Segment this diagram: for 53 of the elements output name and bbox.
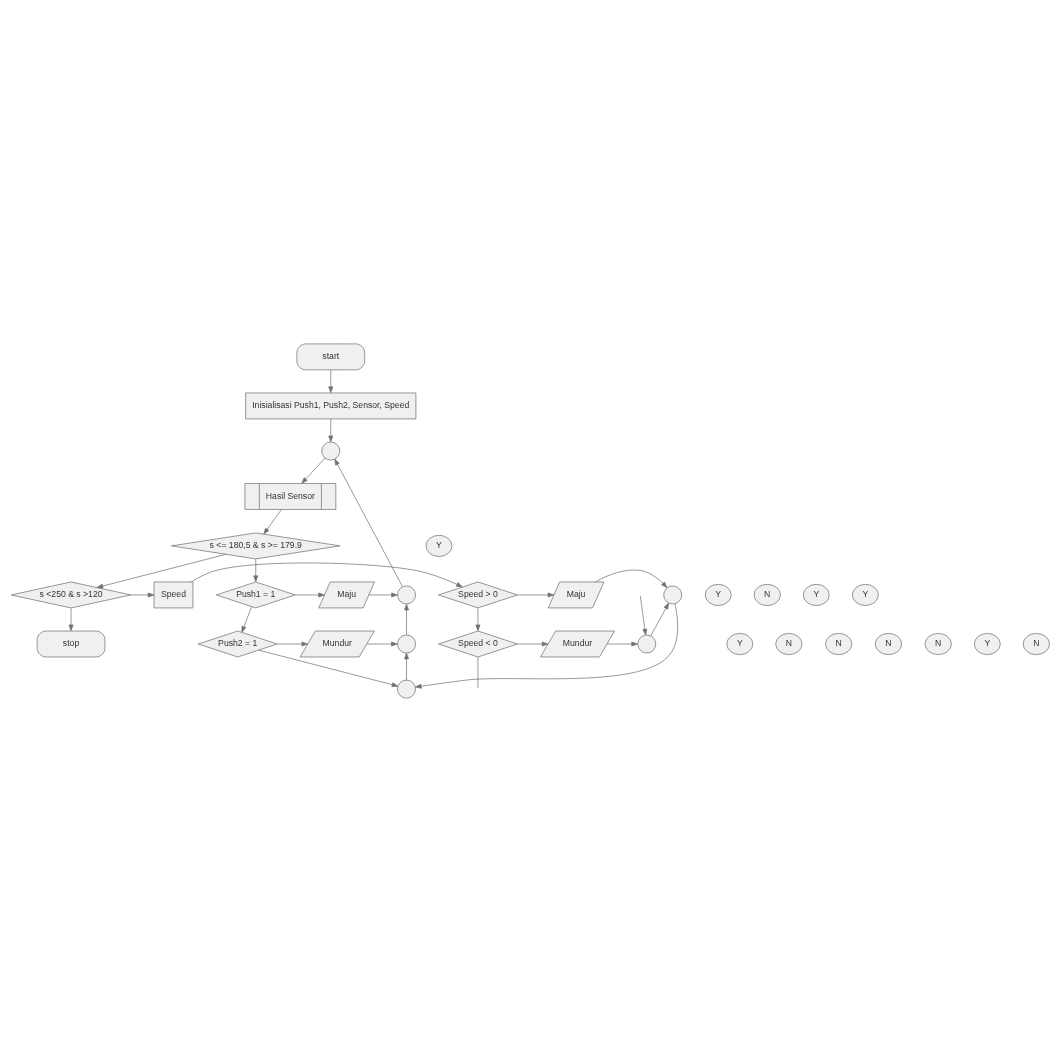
arrow: [241, 605, 252, 633]
node-ellipse: N: [753, 583, 781, 606]
arrow: [404, 652, 409, 680]
arrow: [258, 649, 399, 687]
node-diamond: Push2 = 1: [197, 630, 278, 657]
node-box: Speed: [153, 581, 194, 608]
arrow: [276, 641, 309, 646]
arrow: [517, 592, 555, 597]
node-ellipse: N: [825, 632, 853, 655]
arrow: [650, 602, 670, 636]
node-box: start: [296, 343, 366, 370]
node-ellipse: Y: [802, 583, 830, 606]
node-ellipse: Y: [425, 534, 453, 557]
arrow: [295, 592, 325, 597]
arrow: [328, 418, 334, 442]
node-circle: [397, 585, 416, 604]
connector: [477, 656, 479, 689]
node-ellipse: N: [924, 632, 952, 655]
node-ellipse: N: [874, 632, 902, 655]
arrow: [334, 458, 403, 587]
node-diamond: Speed < 0: [438, 630, 518, 657]
arrow: [263, 508, 282, 534]
node-diamond: Push1 = 1: [215, 581, 296, 608]
arrow: [190, 562, 463, 587]
node-diamond: s <= 180,5 & s >= 179.9: [171, 532, 341, 559]
node-box: stop: [36, 630, 106, 657]
node-circle: [663, 585, 683, 604]
arrow: [368, 592, 398, 597]
arrow: [130, 592, 155, 597]
arrow: [96, 553, 227, 588]
arrow: [68, 607, 74, 631]
arrow: [606, 641, 638, 646]
arrow: [301, 457, 326, 484]
arrow: [517, 641, 549, 646]
arrow: [415, 602, 679, 689]
arrow: [595, 569, 668, 588]
node-ellipse: Y: [973, 632, 1001, 655]
node-circle: [397, 634, 416, 653]
node-circle: [321, 441, 341, 460]
arrow: [366, 641, 398, 646]
node-circle: [397, 679, 416, 698]
arrow: [475, 607, 481, 631]
arrow: [253, 558, 259, 582]
arrow: [328, 369, 334, 393]
arrow: [639, 594, 648, 635]
node-box: Inisialisasi Push1, Push2, Sensor, Speed: [245, 392, 417, 419]
node-ellipse: Y: [704, 583, 732, 606]
node-ellipse: Y: [726, 632, 754, 655]
node-ellipse: N: [775, 632, 803, 655]
node-ellipse: N: [1022, 632, 1050, 655]
arrow: [404, 603, 409, 635]
node-ellipse: Y: [852, 583, 879, 606]
node-circle: [637, 634, 657, 653]
